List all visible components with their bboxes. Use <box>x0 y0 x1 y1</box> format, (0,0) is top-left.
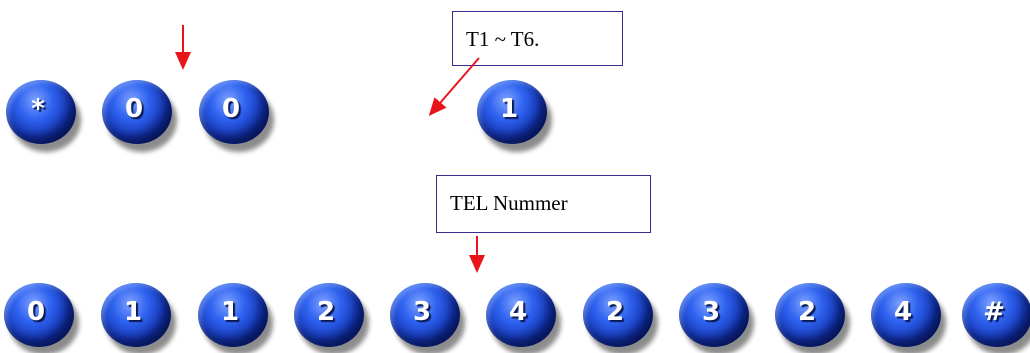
tel-number-label: TEL Nummer <box>450 191 568 215</box>
key-0[interactable]: 0 <box>4 283 74 347</box>
key-3[interactable]: 3 <box>679 283 749 347</box>
key-label: 1 <box>123 297 143 327</box>
key-3[interactable]: 3 <box>390 283 460 347</box>
key-1[interactable]: 1 <box>101 283 171 347</box>
tel-number-label-box: TEL Nummer <box>436 175 651 233</box>
key-label: 2 <box>316 297 336 327</box>
key-star[interactable]: * <box>6 80 76 144</box>
key-4[interactable]: 4 <box>486 283 556 347</box>
key-label: 0 <box>221 94 241 124</box>
key-4[interactable]: 4 <box>871 283 941 347</box>
key-label: 4 <box>508 297 528 327</box>
key-label: 0 <box>26 297 46 327</box>
arrow-diagonal-t-range <box>428 57 480 117</box>
key-label: 0 <box>124 94 144 124</box>
key-label: # <box>983 297 1005 327</box>
t-range-label: T1 ~ T6. <box>466 27 540 51</box>
t-range-label-box: T1 ~ T6. <box>452 11 623 66</box>
key-label: 2 <box>797 297 817 327</box>
key-label: 3 <box>701 297 721 327</box>
key-2[interactable]: 2 <box>583 283 653 347</box>
key-label: 1 <box>499 94 519 124</box>
key-0[interactable]: 0 <box>102 80 172 144</box>
key-label: * <box>31 94 45 124</box>
key-label: 4 <box>893 297 913 327</box>
key-hash[interactable]: # <box>962 283 1030 347</box>
key-label: 3 <box>412 297 432 327</box>
key-2[interactable]: 2 <box>775 283 845 347</box>
key-1[interactable]: 1 <box>477 80 547 144</box>
key-label: 1 <box>220 297 240 327</box>
key-1[interactable]: 1 <box>198 283 268 347</box>
key-0[interactable]: 0 <box>199 80 269 144</box>
key-2[interactable]: 2 <box>294 283 364 347</box>
key-label: 2 <box>605 297 625 327</box>
